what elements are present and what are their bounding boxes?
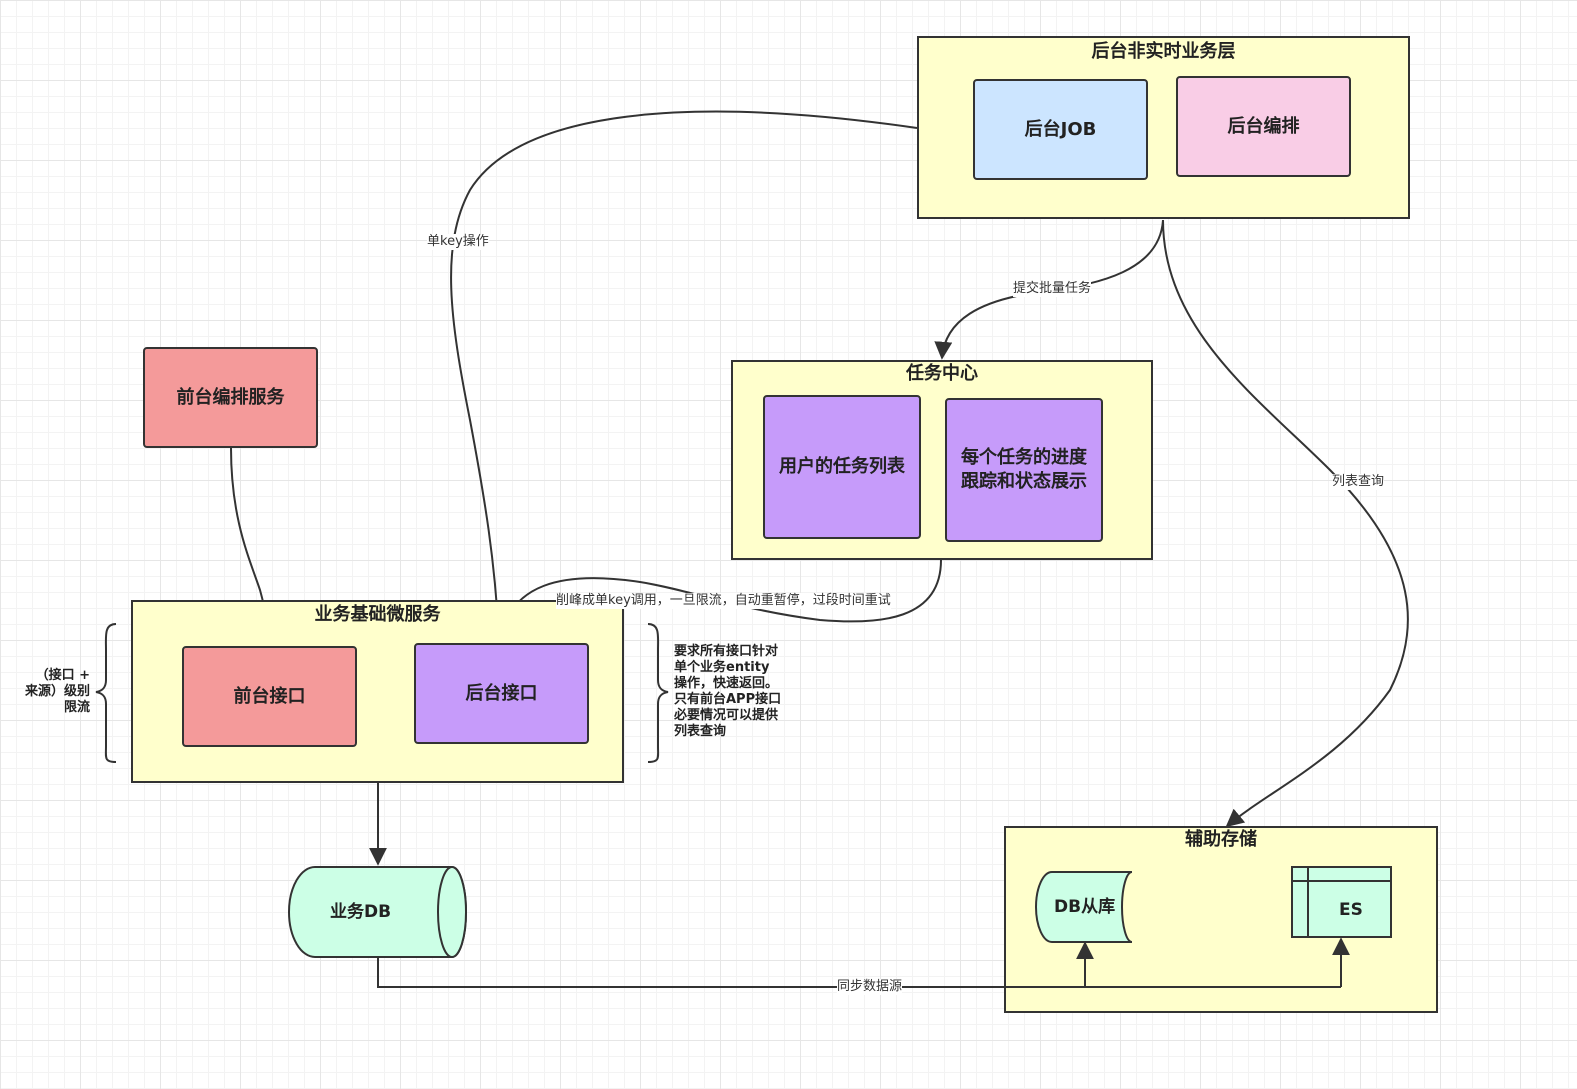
- task-progress-line2: 跟踪和状态展示: [961, 471, 1087, 492]
- layer-title: 业务基础微服务: [314, 604, 441, 625]
- biz-db-label: 业务DB: [330, 902, 392, 922]
- layer-title: 任务中心: [906, 363, 978, 384]
- note-rate-limit: （接口 + 来源）级别限流: [24, 668, 90, 715]
- layer-aux-storage[interactable]: 辅助存储: [1004, 826, 1438, 1013]
- edge-sync-datasource: [377, 941, 1094, 988]
- layer-title: 后台非实时业务层: [1091, 41, 1236, 62]
- layer-biz-microservice[interactable]: 业务基础微服务 前台接口 后台接口: [131, 600, 624, 783]
- backend-api-box[interactable]: 后台接口: [414, 643, 589, 744]
- task-progress-box[interactable]: 每个任务的进度 跟踪和状态展示: [945, 398, 1103, 542]
- backend-orchestration-box[interactable]: 后台编排: [1176, 76, 1351, 177]
- edge-list-query: [1162, 219, 1409, 828]
- edge-label-single-key-op: 单key操作: [427, 234, 489, 250]
- left-brace: [95, 623, 117, 763]
- right-brace: [647, 623, 669, 763]
- edge-label-submit-batch-task: 提交批量任务: [1013, 281, 1092, 297]
- layer-backend-nonrealtime[interactable]: 后台非实时业务层 后台JOB 后台编排: [917, 36, 1410, 219]
- task-progress-line1: 每个任务的进度: [961, 447, 1087, 468]
- edge-label-sync-datasource: 同步数据源: [837, 979, 903, 995]
- note-api-requirement: 要求所有接口针对单个业务entity操作，快速返回。只有前台APP接口必要情况可…: [674, 644, 782, 739]
- es-label: ES: [1339, 900, 1363, 920]
- frontend-orchestration-service-box[interactable]: 前台编排服务: [143, 347, 318, 448]
- db-replica-label: DB从库: [1054, 897, 1116, 917]
- frontend-api-box[interactable]: 前台接口: [182, 646, 357, 747]
- edge-label-list-query: 列表查询: [1332, 474, 1385, 490]
- backend-job-box[interactable]: 后台JOB: [973, 79, 1148, 180]
- edge-label-peak-shaving: 削峰成单key调用，一旦限流，自动重暂停，过段时间重试: [556, 593, 891, 609]
- layer-task-center[interactable]: 任务中心 用户的任务列表 每个任务的进度 跟踪和状态展示: [731, 360, 1153, 560]
- user-task-list-box[interactable]: 用户的任务列表: [763, 395, 921, 539]
- layer-title: 辅助存储: [1185, 829, 1257, 850]
